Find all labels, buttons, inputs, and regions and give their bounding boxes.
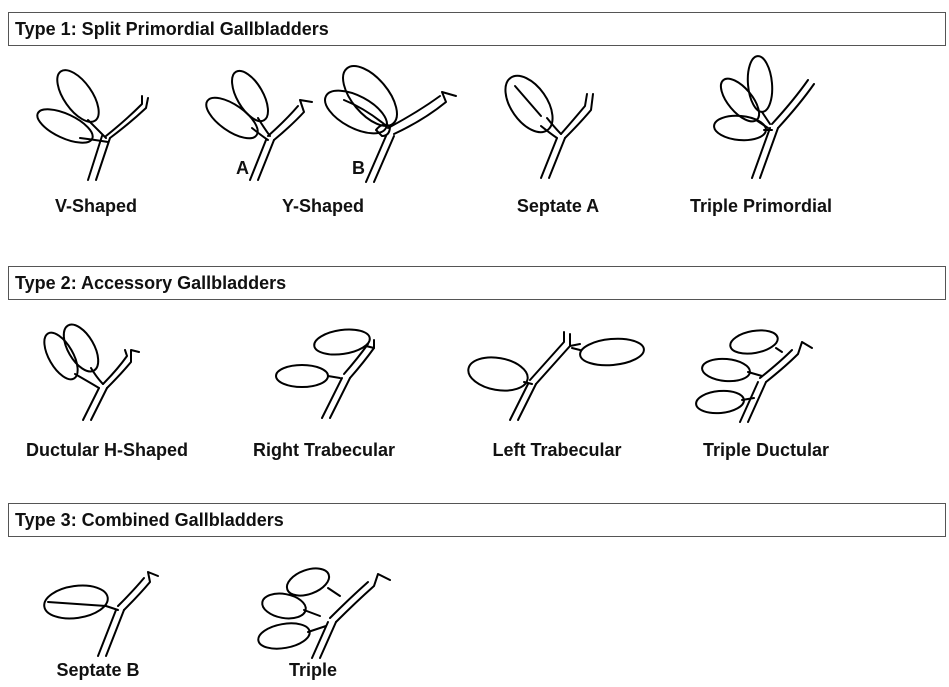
section-header-type-1: Type 1: Split Primordial Gallbladders [8, 12, 946, 46]
label-left-trabecular: Left Trabecular [492, 440, 621, 461]
label-triple-ductular: Triple Ductular [703, 440, 829, 461]
label-ductular-h-shaped: Ductular H-Shaped [26, 440, 188, 461]
right-trabecular-gallbladder-icon [270, 326, 395, 421]
ductular-h-shaped-gallbladder-icon [35, 322, 160, 422]
label-septate-b: Septate B [56, 660, 139, 681]
triple-ductular-gallbladder-icon [690, 326, 830, 426]
y-shaped-gallbladder-icon [200, 70, 325, 185]
label-septate-a: Septate A [517, 196, 599, 217]
septate-a-gallbladder-icon [495, 72, 615, 182]
label-triple-primordial: Triple Primordial [690, 196, 832, 217]
section-title: Type 2: Accessory Gallbladders [15, 267, 286, 299]
label-triple: Triple [289, 660, 337, 681]
label-right-trabecular: Right Trabecular [253, 440, 395, 461]
triple-primordial-gallbladder-icon [712, 58, 842, 183]
label-y-shaped: Y-Shaped [282, 196, 364, 217]
sublabel-a: A [236, 158, 249, 179]
section-header-type-2: Type 2: Accessory Gallbladders [8, 266, 946, 300]
section-title: Type 3: Combined Gallbladders [15, 504, 284, 536]
y-shaped-b-gallbladder-icon [324, 64, 474, 189]
section-header-type-3: Type 3: Combined Gallbladders [8, 503, 946, 537]
septate-b-gallbladder-icon [36, 566, 166, 661]
v-shaped-gallbladder-icon [30, 68, 160, 183]
left-trabecular-gallbladder-icon [462, 328, 652, 423]
triple-gallbladder-icon [250, 566, 410, 661]
section-title: Type 1: Split Primordial Gallbladders [15, 13, 329, 45]
sublabel-b: B [352, 158, 365, 179]
label-v-shaped: V-Shaped [55, 196, 137, 217]
